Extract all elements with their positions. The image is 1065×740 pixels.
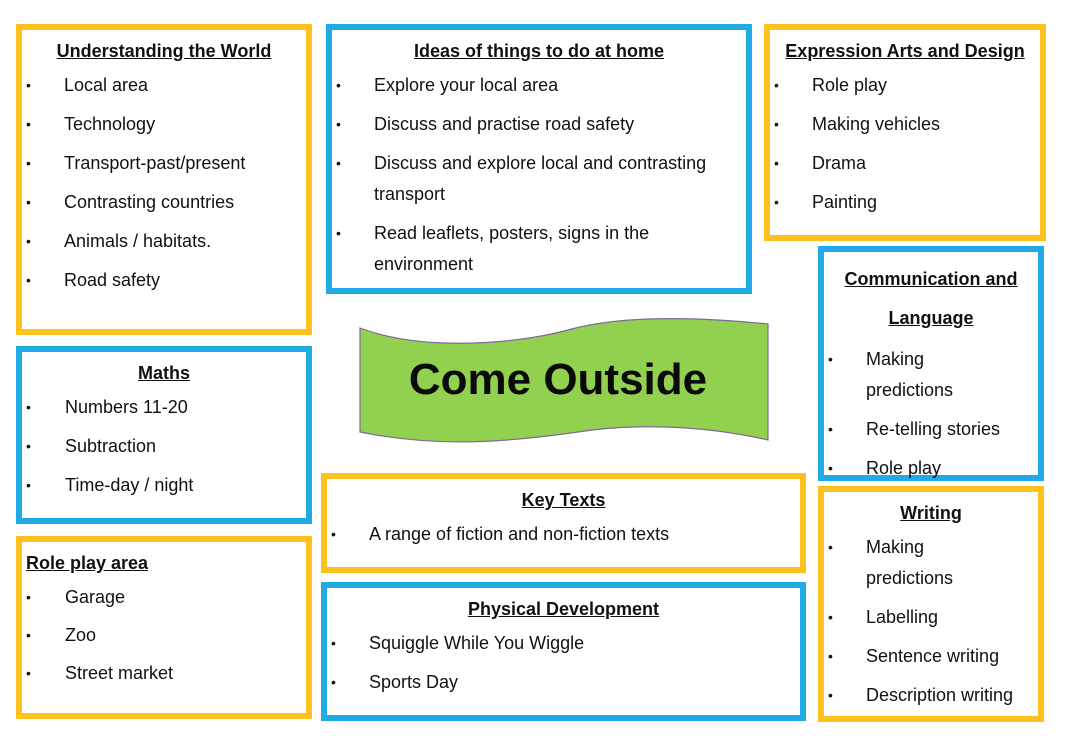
key-texts-box: Key Texts •A range of fiction and non-fi…: [321, 473, 806, 573]
ideas-at-home-list: •Explore your local area •Discuss and pr…: [332, 70, 746, 280]
list-item: •Re-telling stories: [824, 414, 1038, 445]
bullet-icon: •: [336, 77, 341, 93]
key-texts-list: •A range of fiction and non-fiction text…: [327, 519, 800, 550]
bullet-icon: •: [26, 194, 31, 210]
communication-language-title: Communication and Language: [844, 269, 1018, 328]
writing-list: •Making predictions •Labelling •Sentence…: [824, 532, 1038, 711]
expression-arts-box: Expression Arts and Design •Role play •M…: [764, 24, 1046, 241]
list-item: •Labelling: [824, 602, 1038, 633]
bullet-icon: •: [26, 155, 31, 171]
list-item: •Zoo: [22, 620, 306, 651]
list-item: •Numbers 11-20: [22, 392, 306, 423]
bullet-icon: •: [26, 665, 31, 681]
bullet-icon: •: [26, 627, 31, 643]
bullet-icon: •: [26, 233, 31, 249]
bullet-icon: •: [26, 438, 31, 454]
expression-arts-list: •Role play •Making vehicles •Drama •Pain…: [770, 70, 1040, 218]
list-item: •Discuss and explore local and contrasti…: [332, 148, 746, 210]
role-play-area-list: •Garage •Zoo •Street market: [22, 582, 306, 689]
list-item: •Sentence writing: [824, 641, 1038, 672]
list-item: •Making predictions: [824, 344, 1038, 406]
maths-box: Maths •Numbers 11-20 •Subtraction •Time-…: [16, 346, 312, 524]
physical-development-list: •Squiggle While You Wiggle •Sports Day: [327, 628, 800, 698]
bullet-icon: •: [336, 225, 341, 241]
understanding-the-world-box: Understanding the World •Local area •Tec…: [16, 24, 312, 335]
list-item: •Role play: [824, 453, 1038, 484]
understanding-the-world-list: •Local area •Technology •Transport-past/…: [22, 70, 306, 296]
banner-shape: [359, 318, 769, 443]
bullet-icon: •: [26, 77, 31, 93]
key-texts-title: Key Texts: [521, 490, 606, 510]
list-item: •Road safety: [22, 265, 306, 296]
bullet-icon: •: [26, 116, 31, 132]
come-outside-banner: [359, 318, 769, 443]
list-item: •Making predictions: [824, 532, 1038, 594]
maths-list: •Numbers 11-20 •Subtraction •Time-day / …: [22, 392, 306, 501]
ideas-at-home-title: Ideas of things to do at home: [413, 41, 664, 61]
bullet-icon: •: [774, 116, 779, 132]
physical-development-box: Physical Development •Squiggle While You…: [321, 582, 806, 721]
list-item: •Explore your local area: [332, 70, 746, 101]
role-play-area-title: Role play area: [26, 553, 149, 573]
bullet-icon: •: [26, 589, 31, 605]
list-item: •Description writing: [824, 680, 1038, 711]
bullet-icon: •: [336, 116, 341, 132]
list-item: •Street market: [22, 658, 306, 689]
list-item: •Painting: [770, 187, 1040, 218]
bullet-icon: •: [331, 635, 336, 651]
list-item: •Animals / habitats.: [22, 226, 306, 257]
bullet-icon: •: [774, 194, 779, 210]
list-item: •A range of fiction and non-fiction text…: [327, 519, 800, 550]
bullet-icon: •: [828, 609, 833, 625]
bullet-icon: •: [331, 526, 336, 542]
bullet-icon: •: [26, 477, 31, 493]
bullet-icon: •: [774, 155, 779, 171]
communication-language-list: •Making predictions •Re-telling stories …: [824, 344, 1038, 484]
bullet-icon: •: [26, 272, 31, 288]
list-item: •Technology: [22, 109, 306, 140]
bullet-icon: •: [828, 421, 833, 437]
list-item: •Read leaflets, posters, signs in the en…: [332, 218, 746, 280]
list-item: •Making vehicles: [770, 109, 1040, 140]
physical-development-title: Physical Development: [467, 599, 660, 619]
bullet-icon: •: [331, 674, 336, 690]
list-item: •Contrasting countries: [22, 187, 306, 218]
writing-box: Writing •Making predictions •Labelling •…: [818, 486, 1044, 722]
list-item: •Garage: [22, 582, 306, 613]
bullet-icon: •: [828, 460, 833, 476]
bullet-icon: •: [828, 539, 833, 555]
banner-title: Come Outside: [408, 355, 708, 404]
bullet-icon: •: [774, 77, 779, 93]
list-item: •Role play: [770, 70, 1040, 101]
list-item: •Sports Day: [327, 667, 800, 698]
understanding-the-world-title: Understanding the World: [56, 41, 272, 61]
bullet-icon: •: [828, 687, 833, 703]
bullet-icon: •: [336, 155, 341, 171]
writing-title: Writing: [900, 503, 962, 523]
list-item: •Discuss and practise road safety: [332, 109, 746, 140]
bullet-icon: •: [828, 351, 833, 367]
list-item: •Subtraction: [22, 431, 306, 462]
ideas-at-home-box: Ideas of things to do at home •Explore y…: [326, 24, 752, 294]
list-item: •Drama: [770, 148, 1040, 179]
bullet-icon: •: [828, 648, 833, 664]
list-item: •Transport-past/present: [22, 148, 306, 179]
maths-title: Maths: [137, 363, 190, 383]
bullet-icon: •: [26, 399, 31, 415]
list-item: •Squiggle While You Wiggle: [327, 628, 800, 659]
expression-arts-title: Expression Arts and Design: [785, 41, 1025, 61]
role-play-area-box: Role play area •Garage •Zoo •Street mark…: [16, 536, 312, 719]
list-item: •Time-day / night: [22, 470, 306, 501]
communication-language-box: Communication and Language •Making predi…: [818, 246, 1044, 481]
list-item: •Local area: [22, 70, 306, 101]
